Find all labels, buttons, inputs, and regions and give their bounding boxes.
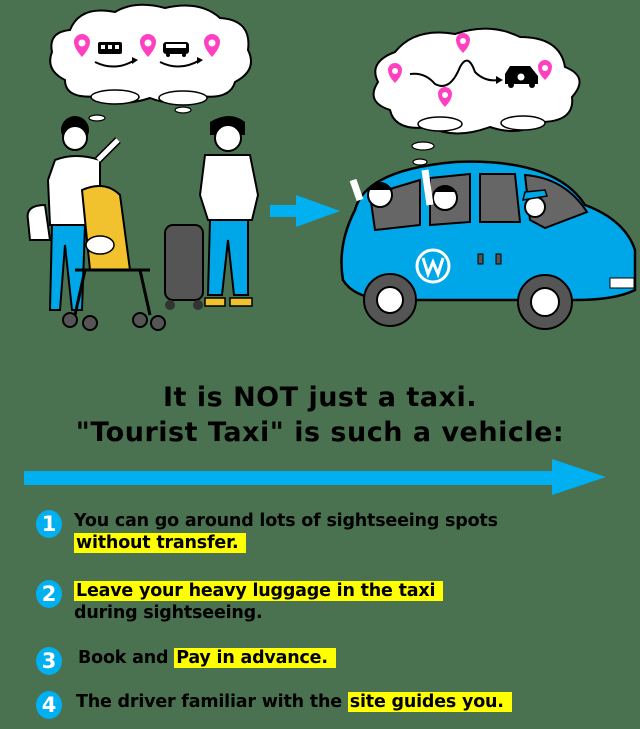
feature-text: You can go around lots of sightseeing sp… [74,511,498,531]
location-pin-icon [140,34,156,57]
tourist-taxi-van-illustration [340,160,637,330]
arrow-right-icon [270,195,340,227]
taxi-van-icon [505,66,538,88]
headline-line-2: "Tourist Taxi" is such a vehicle: [75,417,565,448]
number-badge: 3 [36,647,62,675]
feature-item-2: 2 Leave your heavy luggage in the taxi d… [36,580,444,624]
feature-text: during sightseeing. [74,603,263,623]
feature-highlight: Pay in advance. [174,648,336,668]
location-pin-icon [438,87,452,107]
w-logo-icon [415,248,451,284]
feature-item-1: 1 You can go around lots of sightseeing … [36,510,498,554]
thought-cloud-right [372,27,581,166]
location-pin-icon [538,60,552,80]
number-badge: 4 [36,691,62,719]
feature-text: Book and [78,648,175,668]
location-pin-icon [204,34,220,57]
feature-highlight: Leave your heavy luggage in the taxi [74,581,444,601]
location-pin-icon [74,34,90,57]
thought-cloud-left [49,3,252,122]
location-pin-icon [388,63,402,83]
feature-text: The driver familiar with the [76,692,348,712]
number-badge: 1 [36,510,62,538]
feature-highlight: without transfer. [74,533,247,553]
headline-line-1: It is NOT just a taxi. [163,382,477,413]
train-icon [98,42,122,54]
feature-item-3: 3 Book and Pay in advance. [36,647,336,675]
long-arrow-right-icon [24,459,606,495]
confused-travelers-illustration [26,116,260,331]
location-pin-icon [456,33,470,53]
number-badge: 2 [36,580,62,608]
feature-item-4: 4 The driver familiar with the site guid… [36,691,512,719]
feature-highlight: site guides you. [347,692,512,712]
bus-icon [163,42,189,57]
